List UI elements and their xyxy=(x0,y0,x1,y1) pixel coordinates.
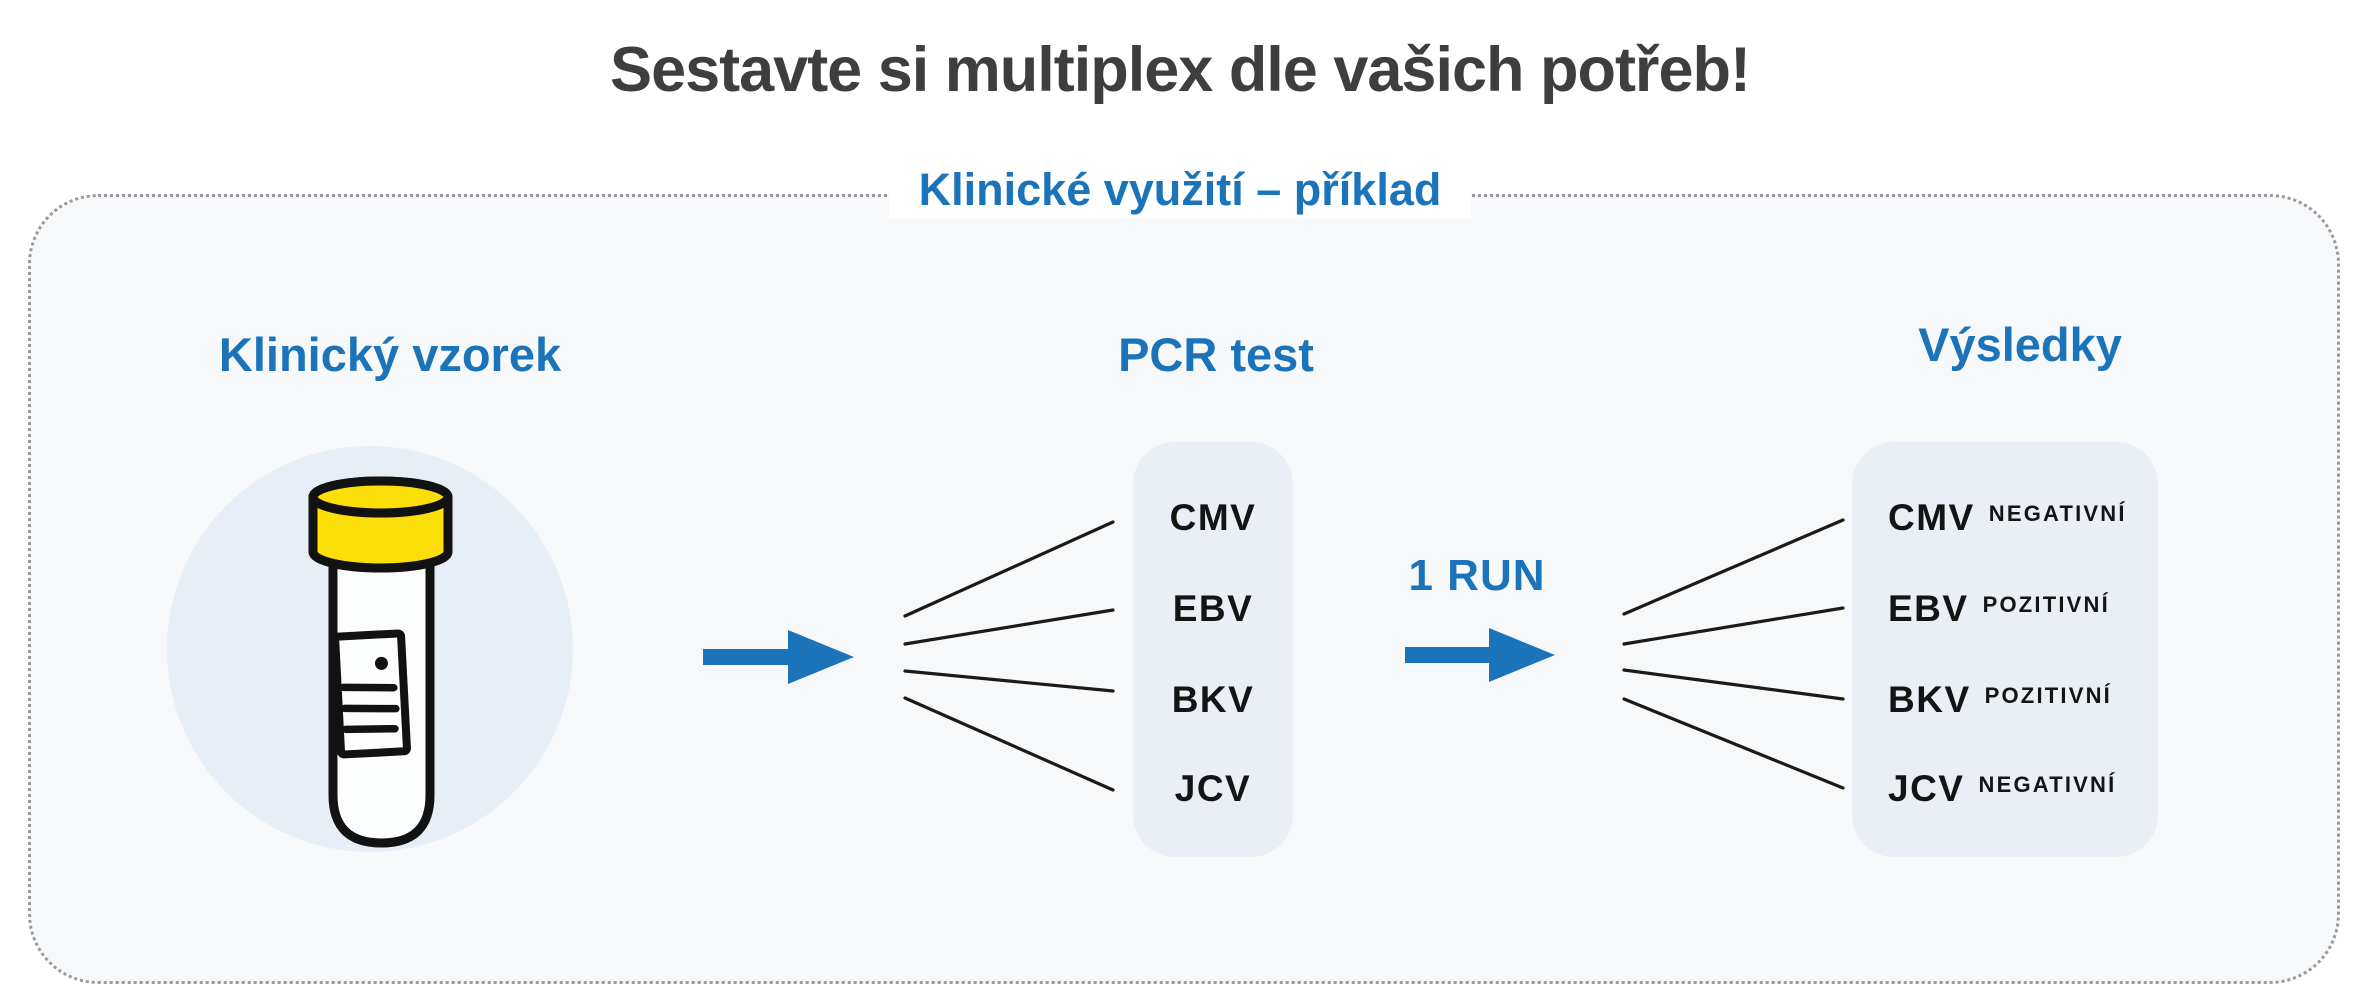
page-title: Sestavte si multiplex dle vašich potřeb! xyxy=(610,35,1751,105)
result-row: EBV POZITIVNÍ xyxy=(1888,587,2110,631)
pcr-target: BKV xyxy=(1171,679,1255,720)
result-status: POZITIVNÍ xyxy=(1982,592,2110,617)
pcr-targets-panel: CMV EBV BKV JCV xyxy=(1133,442,1293,857)
result-row: BKV POZITIVNÍ xyxy=(1888,678,2112,722)
run-count-label: 1 RUN xyxy=(1408,551,1546,600)
tube-label xyxy=(331,629,411,759)
pcr-target: JCV xyxy=(1174,768,1252,809)
result-target: BKV xyxy=(1888,679,1971,720)
result-status: POZITIVNÍ xyxy=(1984,683,2112,708)
result-status: NEGATIVNÍ xyxy=(1988,501,2127,526)
result-target: JCV xyxy=(1888,768,1965,809)
test-tube-icon xyxy=(308,476,453,848)
result-status: NEGATIVNÍ xyxy=(1978,772,2117,797)
result-row: JCV NEGATIVNÍ xyxy=(1888,767,2116,811)
result-target: EBV xyxy=(1888,588,1969,629)
result-row: CMV NEGATIVNÍ xyxy=(1888,496,2127,540)
sample-section-heading: Klinický vzorek xyxy=(218,328,562,381)
pcr-target: CMV xyxy=(1169,497,1257,538)
pcr-target: EBV xyxy=(1172,588,1254,629)
results-section-heading: Výsledky xyxy=(1918,318,2122,371)
result-target: CMV xyxy=(1888,497,1975,538)
results-panel: CMV NEGATIVNÍ EBV POZITIVNÍ BKV POZITIVNÍ J… xyxy=(1852,442,2158,857)
pcr-test-section-heading: PCR test xyxy=(1118,328,1314,381)
